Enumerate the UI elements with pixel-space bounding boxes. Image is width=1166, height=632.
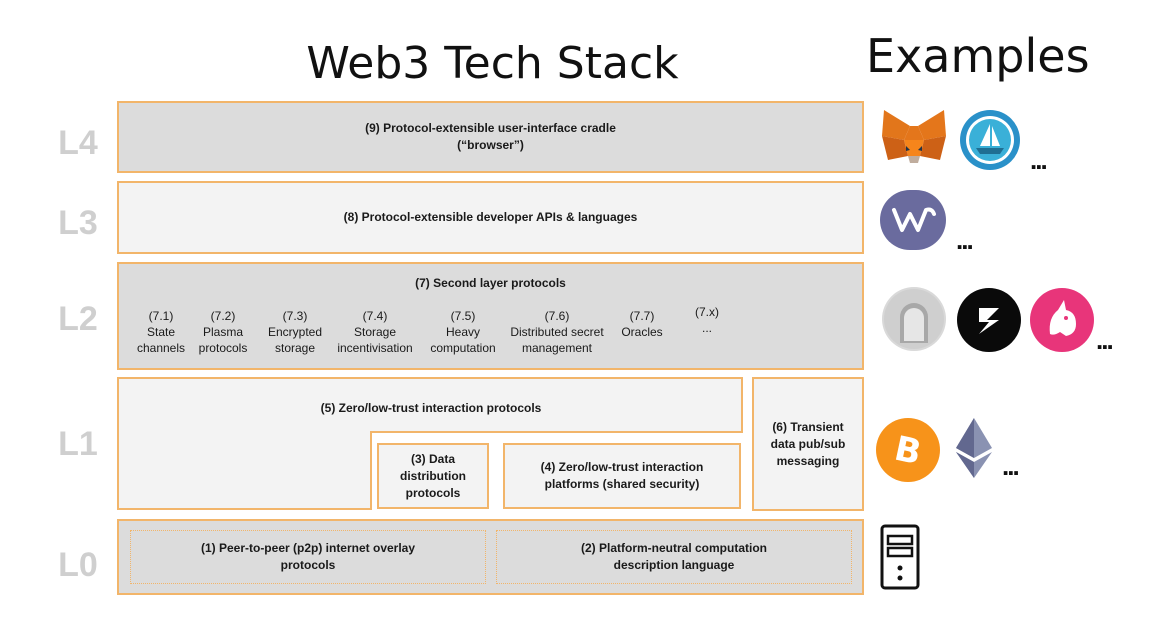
l0-p2p-overlay-box: (1) Peer-to-peer (p2p) internet overlay … [130, 530, 486, 584]
bolt-glyph-icon [979, 308, 999, 334]
l3-more-examples: ... [956, 225, 974, 255]
l1-transient-messaging-box: (6) Transient data pub/sub messaging [752, 377, 864, 511]
opensea-ship-icon [960, 110, 1020, 170]
l1-interaction-platforms-box: (4) Zero/low-trust interaction platforms… [503, 443, 741, 509]
layer-label-l0: L0 [58, 546, 98, 584]
lightning-bolt-icon [957, 288, 1021, 352]
l2-item: (7.7)Oracles [621, 309, 663, 339]
l0-computation-language-box: (2) Platform-neutral computation descrip… [496, 530, 852, 584]
layer-label-l3: L3 [58, 204, 98, 242]
arch-glyph-icon [884, 289, 944, 349]
l4-box-line2: (“browser”) [457, 138, 524, 152]
l2-item: (7.x)... [695, 305, 719, 335]
bitcoin-icon: B [876, 418, 940, 482]
l2-title: (7) Second layer protocols [415, 276, 566, 290]
bitcoin-glyph-icon: B [891, 429, 925, 474]
l1-protocols-label: (5) Zero/low-trust interaction protocols [320, 401, 542, 415]
svg-text:B: B [891, 429, 925, 474]
unicorn-icon [1030, 288, 1094, 352]
metamask-fox-icon [882, 110, 946, 163]
ethereum-icon [956, 418, 992, 478]
ship-glyph-icon [966, 116, 1014, 164]
l3-developer-apis-box: (8) Protocol-extensible developer APIs &… [117, 181, 864, 254]
layer-label-l2: L2 [58, 300, 98, 338]
layer-label-l1: L1 [58, 425, 98, 463]
l1-data-distribution-box: (3) Data distribution protocols [377, 443, 489, 509]
layer-label-l4: L4 [58, 124, 98, 162]
web3-api-icon [880, 190, 946, 250]
wave-glyph-icon [892, 207, 936, 232]
l2-more-examples: ... [1096, 325, 1114, 355]
l0-base-layer-box [117, 519, 864, 595]
diagram-title: Web3 Tech Stack [306, 38, 679, 89]
l1-more-examples: ... [1002, 451, 1020, 481]
l4-ui-cradle-box: (9) Protocol-extensible user-interface c… [117, 101, 864, 173]
examples-title: Examples [866, 29, 1090, 83]
arch-protocol-icon [882, 287, 946, 351]
l1-zero-trust-protocols-shape [117, 377, 743, 510]
l4-more-examples: ... [1030, 145, 1048, 175]
server-tower-icon [880, 524, 920, 590]
unicorn-glyph-icon [1049, 300, 1076, 336]
l3-box-text: (8) Protocol-extensible developer APIs &… [343, 210, 638, 224]
l4-box-line1: (9) Protocol-extensible user-interface c… [365, 121, 616, 135]
